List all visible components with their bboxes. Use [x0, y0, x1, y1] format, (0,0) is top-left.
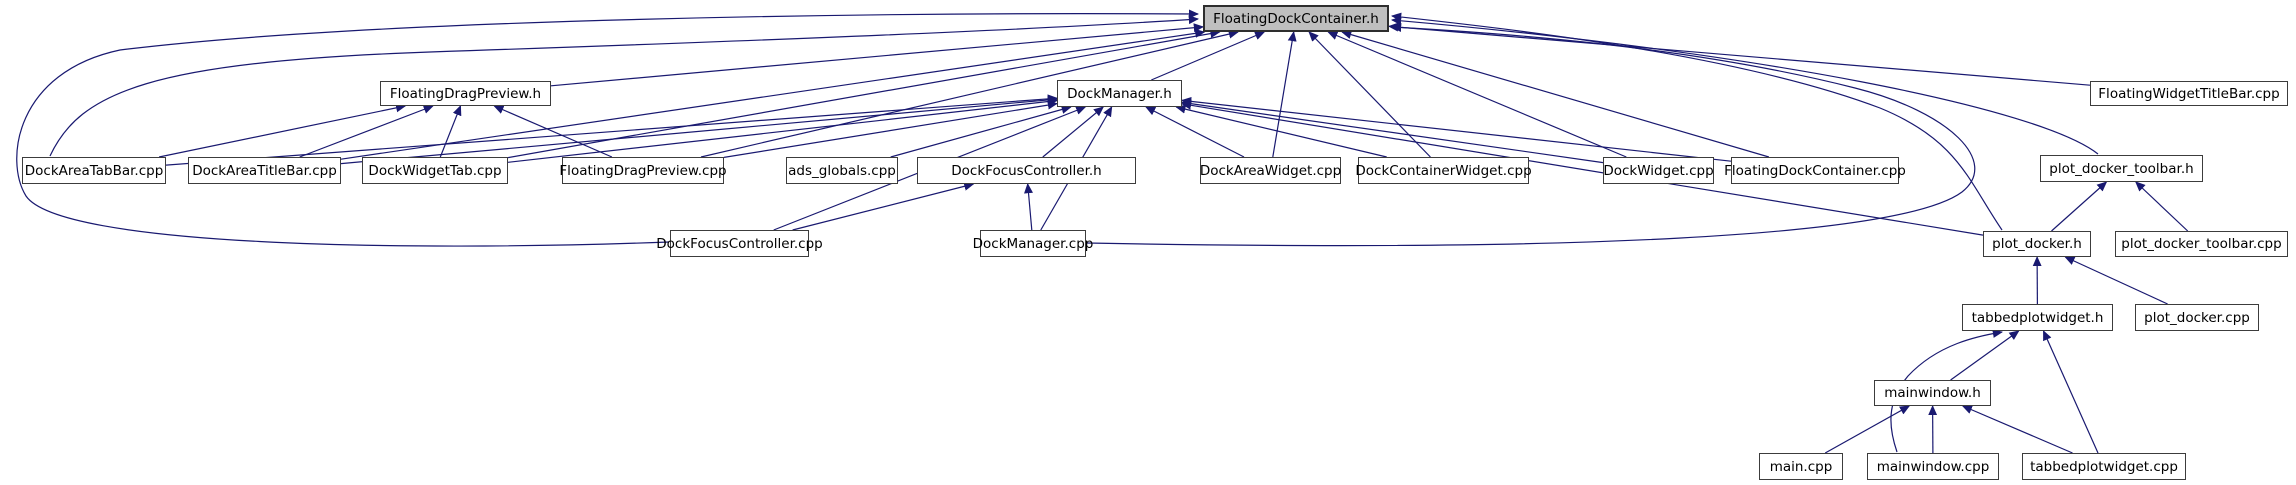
edge-DockAreaTitleBar.cpp-includes-DockManager.h	[340, 95, 1059, 165]
node-FloatingDragPreview.h[interactable]: FloatingDragPreview.h	[380, 81, 551, 106]
edge-FloatingDragPreview.cpp-includes-FloatingDragPreview.h	[493, 105, 613, 158]
edge-FloatingDockContainer.cpp-includes-FloatingDockContainer.h	[1341, 30, 1770, 158]
node-plot_docker.h[interactable]: plot_docker.h	[1983, 231, 2091, 257]
edge-main.cpp-includes-mainwindow.h	[1824, 405, 1911, 454]
node-mainwindow.cpp[interactable]: mainwindow.cpp	[1867, 453, 1999, 480]
edge-plot_docker.h-includes-plot_docker_toolbar.h	[2051, 181, 2108, 232]
node-plot_docker_toolbar.cpp[interactable]: plot_docker_toolbar.cpp	[2115, 231, 2288, 257]
edge-DockWidgetTab.cpp-includes-DockManager.h	[507, 97, 1059, 163]
edge-DockAreaWidget.cpp-includes-FloatingDockContainer.h	[1272, 30, 1297, 158]
node-plot_docker_toolbar.h[interactable]: plot_docker_toolbar.h	[2040, 155, 2203, 182]
node-DockManager.h[interactable]: DockManager.h	[1057, 80, 1182, 107]
node-DockManager.cpp[interactable]: DockManager.cpp	[973, 230, 1093, 257]
edge-DockAreaTabBar.cpp-includes-FloatingDragPreview.h	[158, 103, 407, 158]
edge-plot_docker_toolbar.h-includes-FloatingDockContainer.h	[1390, 16, 2099, 155]
edge-FloatingDragPreview.cpp-includes-DockManager.h	[723, 100, 1059, 158]
edge-DockAreaTabBar.cpp-includes-DockManager.h	[165, 94, 1059, 166]
edge-DockFocusController.cpp-includes-DockFocusController.h	[792, 181, 975, 231]
edge-ads_globals.cpp-includes-DockManager.h	[890, 105, 1072, 158]
edge-plot_docker_toolbar.cpp-includes-plot_docker_toolbar.h	[2135, 181, 2189, 232]
node-DockWidgetTab.cpp[interactable]: DockWidgetTab.cpp	[362, 157, 508, 184]
node-DockAreaTitleBar.cpp[interactable]: DockAreaTitleBar.cpp	[188, 157, 341, 184]
edge-DockWidget.cpp-includes-FloatingDockContainer.h	[1327, 31, 1627, 158]
edge-DockContainerWidget.cpp-includes-FloatingDockContainer.h	[1308, 31, 1431, 158]
node-main.cpp[interactable]: main.cpp	[1759, 453, 1843, 480]
edge-FloatingDragPreview.h-includes-FloatingDockContainer.h	[550, 23, 1205, 87]
edge-DockAreaTitleBar.cpp-includes-FloatingDragPreview.h	[299, 105, 434, 158]
edge-DockFocusController.h-includes-DockManager.h	[1042, 106, 1104, 158]
edge-DockAreaTabBar.cpp-includes-FloatingDockContainer.h	[49, 15, 1200, 157]
node-plot_docker.cpp[interactable]: plot_docker.cpp	[2135, 304, 2259, 331]
node-FloatingDockContainer.cpp[interactable]: FloatingDockContainer.cpp	[1724, 157, 1906, 184]
edge-mainwindow.h-includes-tabbedplotwidget.h	[1950, 330, 2020, 381]
node-FloatingDockContainer.h[interactable]: FloatingDockContainer.h	[1203, 5, 1389, 32]
edge-DockManager.cpp-includes-FloatingDockContainer.h	[1086, 23, 1976, 247]
edge-DockAreaTitleBar.cpp-includes-FloatingDockContainer.h	[340, 28, 1206, 160]
node-ads_globals.cpp[interactable]: ads_globals.cpp	[786, 157, 898, 184]
node-FloatingWidgetTitleBar.cpp[interactable]: FloatingWidgetTitleBar.cpp	[2090, 81, 2288, 106]
node-FloatingDragPreview.cpp[interactable]: FloatingDragPreview.cpp	[559, 157, 727, 184]
node-tabbedplotwidget.cpp[interactable]: tabbedplotwidget.cpp	[2022, 453, 2186, 480]
edge-DockWidgetTab.cpp-includes-FloatingDockContainer.h	[507, 29, 1221, 159]
edge-DockFocusController.cpp-includes-FloatingDockContainer.h	[16, 9, 1200, 247]
node-DockWidget.cpp[interactable]: DockWidget.cpp	[1603, 157, 1714, 184]
edge-FloatingWidgetTitleBar.cpp-includes-FloatingDockContainer.h	[1387, 22, 2091, 86]
edge-tabbedplotwidget.cpp-includes-tabbedplotwidget.h	[2042, 330, 2099, 454]
node-DockFocusController.cpp[interactable]: DockFocusController.cpp	[656, 230, 823, 257]
node-DockAreaTabBar.cpp[interactable]: DockAreaTabBar.cpp	[22, 157, 166, 184]
node-DockContainerWidget.cpp[interactable]: DockContainerWidget.cpp	[1355, 157, 1532, 184]
edge-mainwindow.cpp-includes-tabbedplotwidget.h	[1890, 329, 2004, 453]
edge-plot_docker.h-includes-FloatingDockContainer.h	[1390, 12, 2003, 231]
node-DockFocusController.h[interactable]: DockFocusController.h	[917, 157, 1136, 184]
edge-DockContainerWidget.cpp-includes-DockManager.h	[1175, 104, 1387, 158]
edge-DockManager.cpp-includes-DockFocusController.h	[1024, 182, 1033, 231]
edge-DockWidget.cpp-includes-DockManager.h	[1180, 99, 1604, 164]
edge-FloatingDragPreview.cpp-includes-FloatingDockContainer.h	[700, 29, 1239, 158]
edge-FloatingDockContainer.cpp-includes-DockManager.h	[1180, 96, 1732, 162]
edge-DockManager.h-includes-FloatingDockContainer.h	[1151, 31, 1266, 81]
node-mainwindow.h[interactable]: mainwindow.h	[1874, 380, 1991, 406]
node-DockAreaWidget.cpp[interactable]: DockAreaWidget.cpp	[1200, 157, 1341, 184]
edge-plot_docker.cpp-includes-plot_docker.h	[2064, 256, 2168, 305]
edge-tabbedplotwidget.cpp-includes-mainwindow.h	[1961, 405, 2073, 454]
edge-plot_docker.h-includes-DockManager.h	[1180, 100, 1984, 236]
edge-DockAreaWidget.cpp-includes-DockManager.h	[1145, 106, 1245, 158]
node-tabbedplotwidget.h[interactable]: tabbedplotwidget.h	[1962, 304, 2113, 331]
edge-DockWidgetTab.cpp-includes-FloatingDragPreview.h	[439, 105, 462, 158]
